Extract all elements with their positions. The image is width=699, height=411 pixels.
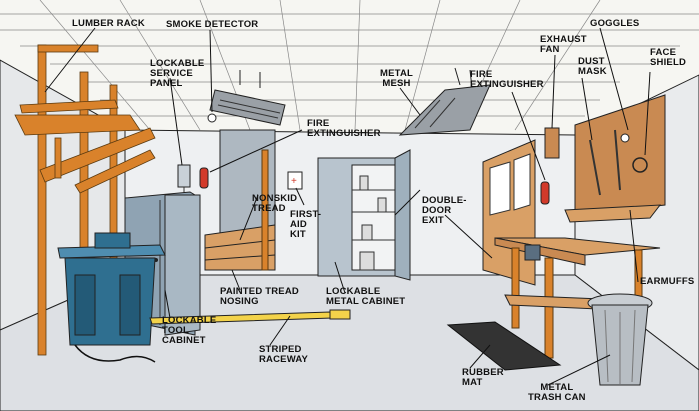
label-line: FIRE — [470, 69, 493, 80]
label-line: FAN — [540, 44, 560, 55]
label-line: EXIT — [422, 215, 444, 226]
label-dust-mask: DUST MASK — [578, 57, 607, 77]
label-line: LOCKABLE — [162, 315, 217, 326]
label-line: SHIELD — [650, 57, 687, 68]
label-goggles: GOGGLES — [590, 19, 639, 29]
label-line: FACE — [650, 47, 677, 58]
service-panel-box — [177, 164, 191, 188]
light-fixture-left — [209, 70, 286, 126]
table-saw-art — [57, 232, 166, 363]
label-line: MESH — [382, 78, 411, 89]
label-line: FIRE — [307, 118, 330, 129]
fire-extinguisher-right-body — [540, 181, 550, 205]
leader-lines — [44, 27, 651, 386]
first-aid-box — [287, 171, 303, 190]
label-line: EXTINGUISHER — [307, 128, 381, 139]
label-metal-trash-can: METAL TRASH CAN — [528, 383, 586, 403]
label-line: KIT — [290, 229, 306, 240]
svg-text:+: + — [291, 176, 297, 187]
label-line: NONSKID — [252, 193, 298, 204]
label-line: MASK — [578, 66, 607, 77]
lumber-rack — [14, 44, 156, 356]
label-line: LOCKABLE — [150, 58, 205, 69]
label-rubber-mat: RUBBER MAT — [462, 368, 504, 388]
label-goggles-text: GOGGLES — [590, 18, 640, 29]
label-line: TREAD — [252, 203, 286, 214]
label-line: EXHAUST — [540, 34, 587, 45]
label-line: TOOL — [162, 325, 190, 336]
label-line: METAL CABINET — [326, 296, 406, 307]
ceiling-grid — [0, 0, 699, 131]
label-line: TRASH CAN — [528, 392, 586, 403]
label-earmuffs-text: EARMUFFS — [640, 276, 695, 287]
label-line: MAT — [462, 377, 483, 388]
label-lumber-rack-text: LUMBER RACK — [72, 18, 145, 29]
rubber-mat-art — [446, 321, 562, 371]
label-lockable-tool-cabinet: LOCKABLE TOOL CABINET — [162, 316, 216, 346]
label-smoke-detector: SMOKE DETECTOR — [166, 20, 258, 30]
label-metal-mesh: METAL MESH — [380, 69, 413, 89]
label-line: SERVICE — [150, 68, 193, 79]
label-exhaust-fan: EXHAUST FAN — [540, 35, 587, 55]
label-fire-extinguisher-right: FIRE EXTINGUISHER — [470, 70, 544, 90]
label-painted-tread-nosing: PAINTED TREAD NOSING — [220, 287, 299, 307]
label-nonskid-tread: NONSKID TREAD — [252, 194, 297, 214]
label-line: RACEWAY — [259, 354, 309, 365]
label-lumber-rack: LUMBER RACK — [72, 19, 145, 29]
smoke-detector — [207, 113, 217, 123]
label-line: FIRST- — [290, 209, 322, 220]
label-line: NOSING — [220, 296, 259, 307]
label-line: EXTINGUISHER — [470, 79, 544, 90]
label-face-shield: FACE SHIELD — [650, 48, 686, 68]
label-lockable-metal-cabinet: LOCKABLE METAL CABINET — [326, 287, 405, 307]
trash-can-art — [587, 293, 653, 386]
label-earmuffs: EARMUFFS — [640, 277, 694, 287]
label-fire-extinguisher-left: FIRE EXTINGUISHER — [307, 119, 381, 139]
label-striped-raceway: STRIPED RACEWAY — [259, 345, 308, 365]
label-line: METAL — [540, 382, 574, 393]
label-line: AID — [290, 219, 307, 230]
pegboard-art — [564, 94, 666, 223]
label-line: DOUBLE- — [422, 195, 467, 206]
label-line: CABINET — [162, 335, 206, 346]
label-line: METAL — [380, 68, 414, 79]
ceiling — [0, 0, 699, 135]
label-line: STRIPED — [259, 344, 302, 355]
label-lockable-service-panel: LOCKABLE SERVICE PANEL — [150, 59, 204, 89]
label-double-door-exit: DOUBLE- DOOR EXIT — [422, 196, 467, 226]
label-line: DUST — [578, 56, 605, 67]
fire-extinguisher-left-body — [199, 167, 209, 189]
striped-raceway-art — [149, 309, 351, 325]
label-smoke-detector-text: SMOKE DETECTOR — [166, 19, 259, 30]
label-line: RUBBER — [462, 367, 504, 378]
metal-cabinet-art — [317, 149, 411, 281]
label-line: PANEL — [150, 78, 183, 89]
light-fixture-right — [398, 67, 491, 136]
label-first-aid-kit: FIRST- AID KIT — [290, 210, 321, 240]
label-line: PAINTED TREAD — [220, 286, 299, 297]
label-line: LOCKABLE — [326, 286, 381, 297]
label-line: DOOR — [422, 205, 452, 216]
stairs-art — [204, 129, 276, 271]
